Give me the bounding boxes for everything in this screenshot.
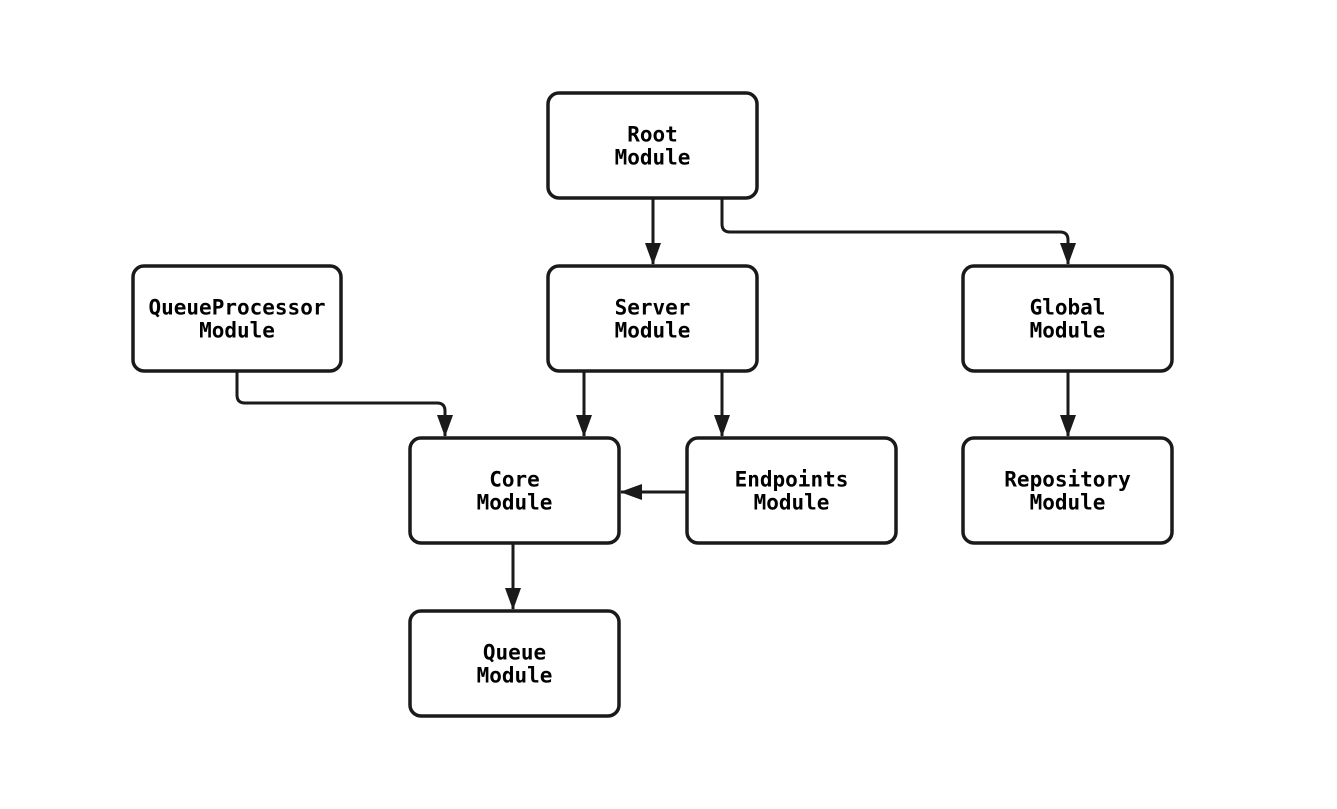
node-queueprocessor-box bbox=[131, 264, 343, 373]
node-repository-label-line-1: Repository bbox=[1004, 468, 1131, 492]
node-repository-label-line-2: Module bbox=[1030, 491, 1106, 515]
node-repository-box bbox=[961, 436, 1174, 545]
node-global-label-line-2: Module bbox=[1030, 319, 1106, 343]
edge-queueprocessor-to-core bbox=[235, 371, 453, 437]
node-core-label-line-1: Core bbox=[489, 468, 540, 492]
node-global-label-line-1: Global bbox=[1030, 296, 1106, 320]
node-root-label-line-2: Module bbox=[615, 146, 691, 170]
node-queue-label-line-1: Queue bbox=[483, 641, 546, 665]
node-endpoints-label-line-1: Endpoints bbox=[735, 468, 849, 492]
node-server-box bbox=[546, 264, 759, 373]
node-queueprocessor-label-line-2: Module bbox=[199, 319, 275, 343]
node-core-label-line-2: Module bbox=[477, 491, 553, 515]
node-endpoints-label-line-2: Module bbox=[754, 491, 830, 515]
node-core-box bbox=[408, 436, 621, 545]
edges-layer bbox=[235, 198, 1076, 610]
node-root-label-line-1: Root bbox=[627, 123, 678, 147]
node-queueprocessor-label-line-1: QueueProcessor bbox=[148, 296, 325, 320]
node-queue-box bbox=[408, 609, 621, 718]
node-global-box bbox=[961, 264, 1174, 373]
node-endpoints-box bbox=[685, 436, 898, 545]
node-root-box bbox=[546, 91, 759, 200]
node-queue-label-line-2: Module bbox=[477, 664, 553, 688]
node-server-label-line-2: Module bbox=[615, 319, 691, 343]
node-server-label-line-1: Server bbox=[615, 296, 691, 320]
edge-root-to-global bbox=[720, 198, 1076, 265]
